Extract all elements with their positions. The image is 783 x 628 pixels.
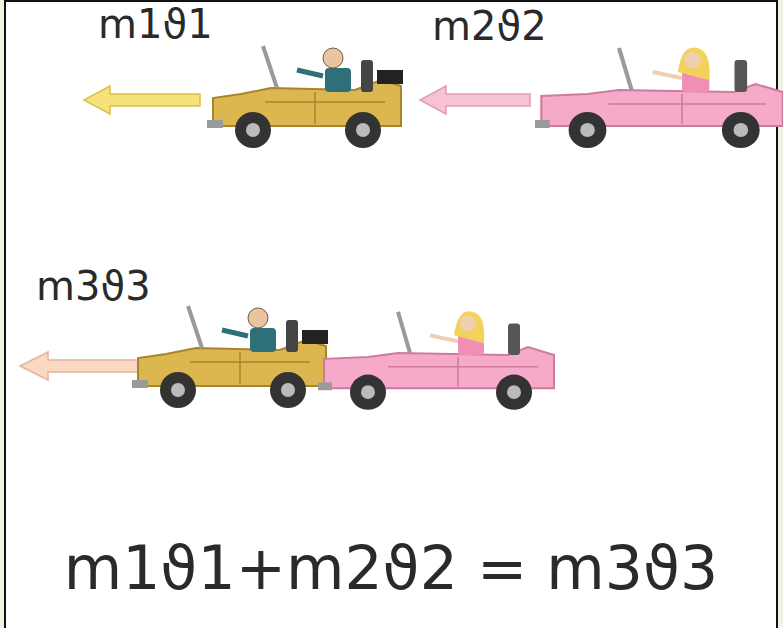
momentum-label: m1ϑ1 [98, 2, 213, 46]
momentum-label: m3ϑ3 [36, 264, 151, 308]
momentum-equation: m1ϑ1+m2ϑ2 = m3ϑ3 [64, 535, 719, 601]
momentum-label: m2ϑ2 [432, 4, 547, 48]
